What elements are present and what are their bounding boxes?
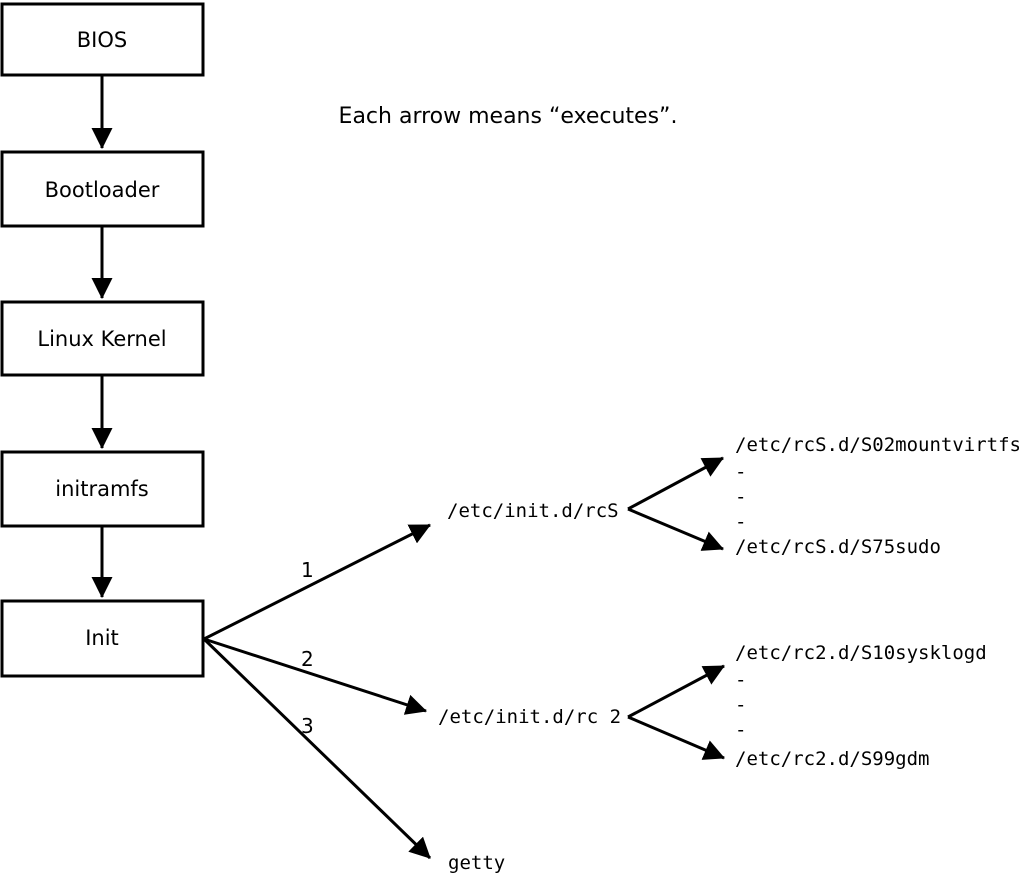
linux-kernel-box: Linux Kernel — [0, 300, 205, 377]
linux-kernel-box-label: Linux Kernel — [37, 327, 166, 351]
fan-label-1: 1 — [301, 558, 314, 582]
rcS-ellipsis-dash-2: - — [735, 486, 746, 508]
bootloader-box: Bootloader — [0, 150, 205, 228]
initramfs-box-rect — [0, 450, 205, 528]
rcS-ellipsis-dash-1: - — [735, 461, 746, 483]
fan-label-2: 2 — [301, 647, 314, 671]
arrow-rcS-to-s02mountvirtfs — [627, 456, 724, 511]
rc2-child-last: /etc/rc2.d/S99gdm — [735, 748, 929, 770]
init-box: Init — [0, 599, 205, 678]
rc2-child-first: /etc/rc2.d/S10sysklogd — [735, 642, 987, 664]
init-box-rect — [0, 599, 205, 678]
initramfs-box-label: initramfs — [55, 477, 149, 501]
arrow-init-to-rc2 — [203, 637, 427, 715]
getty-label: getty — [448, 852, 505, 874]
arrow-init-to-rcS — [203, 523, 431, 641]
caption-arrow-meaning: Each arrow means “executes”. — [339, 104, 678, 129]
init-box-label: Init — [85, 626, 119, 650]
bios-box-label: BIOS — [77, 28, 127, 52]
rcS-ellipsis-dash-3: - — [735, 511, 746, 533]
rcS-script-label: /etc/init.d/rcS — [447, 500, 619, 522]
rcS-child-last: /etc/rcS.d/S75sudo — [735, 536, 941, 558]
bootloader-box-rect — [0, 150, 205, 228]
rcS-child-first: /etc/rcS.d/S02mountvirtfs — [735, 434, 1021, 456]
rc2-ellipsis-dash-2: - — [735, 694, 746, 716]
fan-label-3: 3 — [301, 714, 314, 738]
rc2-ellipsis-dash-3: - — [735, 719, 746, 741]
rc2-ellipsis-dash-1: - — [735, 669, 746, 691]
rc2-script-label: /etc/init.d/rc 2 — [438, 706, 621, 728]
bootloader-box-label: Bootloader — [45, 178, 160, 202]
arrow-rcS-to-s75sudo — [627, 507, 724, 551]
initramfs-box: initramfs — [0, 450, 205, 528]
arrow-init-to-getty — [202, 637, 432, 860]
arrow-rc2-to-s99gdm — [627, 715, 725, 760]
arrow-rc2-to-s10sysklogd — [627, 664, 725, 719]
bios-box-rect — [0, 2, 205, 77]
bios-box: BIOS — [0, 2, 205, 77]
